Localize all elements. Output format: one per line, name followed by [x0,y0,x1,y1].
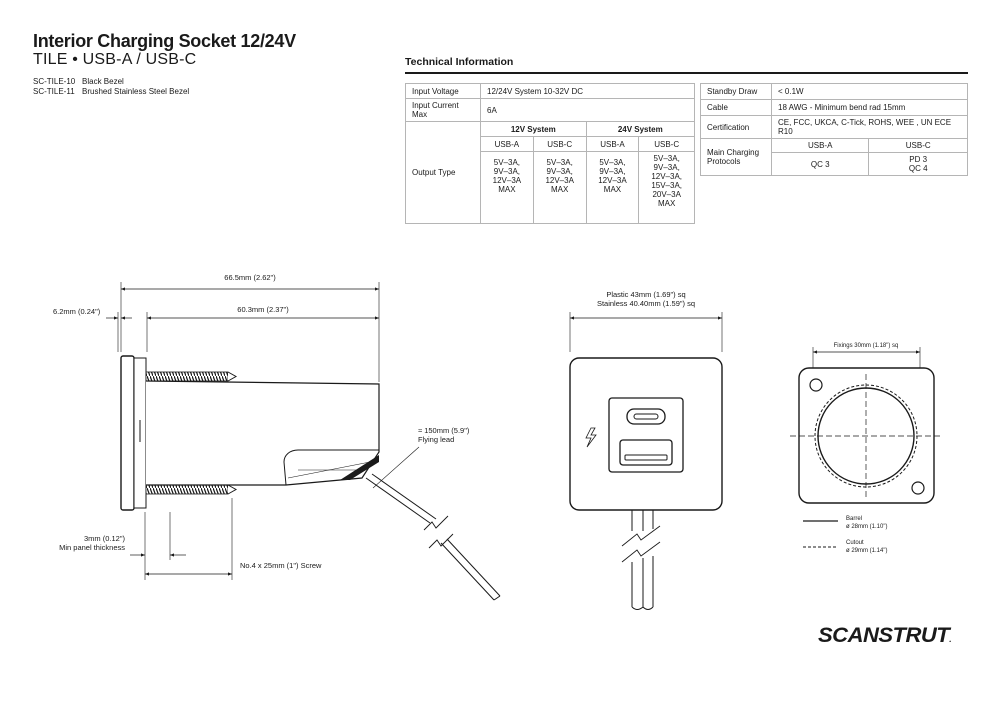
screw-spec: No.4 x 25mm (1") Screw [240,561,322,570]
variant-row: SC-TILE-10 Black Bezel [33,77,189,87]
front-size-plastic: Plastic 43mm (1.69") sq [606,290,685,299]
spec-table-electrical: Input Voltage 12/24V System 10-32V DC In… [405,83,696,224]
spec-table-general: Standby Draw < 0.1W Cable 18 AWG - Minim… [700,83,968,176]
protocol-cell: PD 3 QC 4 [868,152,968,176]
output-cell: 5V–3A, 9V–3A, 12V–3A MAX [480,151,534,224]
lightning-icon [585,427,597,448]
variant-desc: Black Bezel [82,77,124,86]
panel-thickness-note: Min panel thickness [59,543,125,552]
front-view-labels: Plastic 43mm (1.69") sq Stainless 40.40m… [597,290,695,308]
side-view [106,282,501,601]
rear-view [790,347,942,548]
spec-value: 6A [480,98,695,122]
front-view [569,312,723,610]
fixing-hole-icon [809,378,823,392]
lead-label: Flying lead [418,435,454,444]
variant-code: SC-TILE-10 [33,77,76,86]
variant-code: SC-TILE-11 [33,87,75,96]
cutout-legend-label: Cutout [846,540,864,546]
fixings-spacing: Fixings 30mm (1.18") sq [834,343,899,349]
product-subtitle: TILE • USB-A / USB-C [33,51,197,68]
scanstrut-logo: SCANSTRUT. [818,624,952,647]
variant-row: SC-TILE-11 Brushed Stainless Steel Bezel [33,87,189,97]
output-cell: 5V–3A, 9V–3A, 12V–3A MAX [585,151,640,224]
spec-label: Certification [700,115,772,139]
spec-label: Main Charging Protocols [700,138,772,176]
side-view-labels: 66.5mm (2.62") 60.3mm (2.37") 6.2mm (0.2… [53,273,470,570]
dim-body-length: 60.3mm (2.37") [237,305,289,314]
barrel-legend-value: ø 28mm (1.10") [846,524,887,530]
tech-info-title: Technical Information [405,56,514,68]
variant-list: SC-TILE-10 Black Bezel SC-TILE-11 Brushe… [33,77,189,97]
usb-a-port-icon [619,439,673,466]
output-cell: 5V–3A, 9V–3A, 12V–3A MAX [532,151,587,224]
dim-bezel-thickness: 6.2mm (0.24") [53,307,101,316]
dim-panel-thickness: 3mm (0.12") [84,534,126,543]
product-title: Interior Charging Socket 12/24V [33,31,296,51]
lead-length: ≈ 150mm (5.9") [418,426,470,435]
variant-desc: Brushed Stainless Steel Bezel [82,87,190,96]
spec-label: Output Type [405,121,481,224]
tech-info-rule [405,72,968,74]
rear-view-labels: Fixings 30mm (1.18") sq Barrel ø 28mm (1… [834,343,899,554]
logo-text: SCANSTRUT [818,624,950,647]
output-cell: 5V–3A, 9V–3A, 12V–3A, 15V–3A, 20V–3A MAX [638,151,695,224]
barrel-legend-label: Barrel [846,516,862,522]
cutout-legend-value: ø 29mm (1.14") [846,548,887,554]
front-size-stainless: Stainless 40.40mm (1.59") sq [597,299,695,308]
protocol-cell: QC 3 [770,152,870,176]
dim-overall-length: 66.5mm (2.62") [224,273,276,282]
fixing-hole-icon [911,481,925,495]
